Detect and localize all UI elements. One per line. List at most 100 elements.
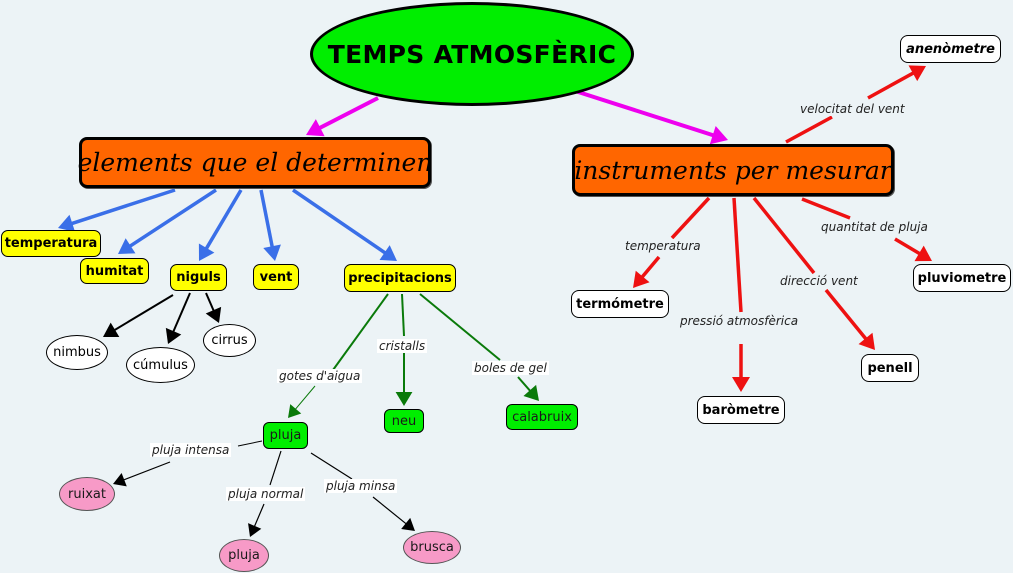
edge-normal-arrowhead	[248, 523, 262, 537]
element-niguls[interactable]: niguls	[170, 264, 227, 291]
edge-vent-arrowhead	[263, 244, 281, 261]
instrument-penell[interactable]: penell	[861, 354, 919, 382]
link-label-direccio: direcció vent	[778, 274, 860, 288]
element-label: temperatura	[4, 236, 98, 251]
instrument-termometre[interactable]: termómetre	[571, 290, 669, 318]
edge-precipitacions-arrowhead	[379, 245, 397, 261]
edge-niguls-line	[203, 189, 243, 252]
edge-temperatura-line	[68, 188, 176, 226]
edge-boles-line	[517, 376, 533, 394]
edge-quantitat-line	[894, 237, 923, 257]
hub-elements-label: elements que el determinen	[77, 148, 433, 177]
precip-calabruix[interactable]: calabruix	[506, 404, 578, 430]
root-concept[interactable]: TEMPS ATMOSFÈRIC	[310, 2, 634, 106]
link-label-boles: boles de gel	[472, 361, 549, 375]
instrument-label: anenòmetre	[906, 41, 995, 57]
precip-pluja[interactable]: pluja	[263, 422, 308, 449]
element-precipitacions[interactable]: precipitacions	[344, 264, 456, 292]
edge-boles-arrowhead	[523, 384, 539, 401]
cloud-label: nimbus	[53, 345, 101, 360]
cloud-cirrus[interactable]: cirrus	[203, 324, 256, 357]
edge-pressio-arrowhead	[732, 377, 750, 392]
edge-velocitat-arrowhead	[908, 65, 926, 82]
cloud-nimbus[interactable]: nimbus	[46, 335, 108, 370]
edge-gotes-a	[332, 293, 389, 371]
instrument-label: termómetre	[576, 296, 664, 312]
edge-nimbus-line	[112, 294, 174, 333]
edge-minsa-line	[372, 496, 408, 526]
edge-humitat-line	[127, 188, 217, 249]
edge-temp-a	[670, 196, 711, 240]
link-label-pluja-minsa: pluja minsa	[324, 479, 398, 493]
element-humitat[interactable]: humitat	[80, 258, 149, 284]
element-label: vent	[259, 269, 293, 285]
rain-brusca[interactable]: brusca	[403, 531, 461, 564]
edge-boles-a	[419, 293, 501, 361]
link-label-quantitat: quantitat de pluja	[819, 220, 930, 234]
link-label-temperatura: temperatura	[623, 239, 703, 253]
edge-gotes-arrowhead	[288, 404, 302, 418]
edge-normal-line	[253, 503, 265, 529]
link-label-pressio: pressió atmosfèrica	[678, 314, 801, 328]
hub-instruments-label: instruments per mesurar	[574, 155, 892, 185]
edge-intensa-arrowhead	[113, 472, 127, 487]
edge-cirrus-arrowhead	[205, 306, 222, 323]
precip-label: neu	[391, 413, 417, 429]
edge-cumulus-line	[171, 292, 191, 335]
element-label: humitat	[85, 263, 144, 279]
rain-pluja[interactable]: pluja	[219, 539, 269, 572]
edge-velocitat-line	[867, 70, 917, 100]
instrument-label: pluviometre	[917, 270, 1007, 286]
edge-normal-a	[269, 450, 282, 486]
edge-niguls-arrowhead	[198, 243, 215, 261]
edge-velocitat-a	[785, 115, 833, 144]
edge-root-instruments-arrowhead	[709, 125, 728, 145]
edge-root-elements-line	[316, 96, 379, 131]
link-label-pluja-intensa: pluja intensa	[150, 443, 232, 457]
edge-direccio-arrowhead	[858, 332, 875, 350]
instrument-label: penell	[867, 360, 913, 376]
edge-quantitat-arrowhead	[914, 245, 932, 262]
instrument-pluviometre[interactable]: pluviometre	[913, 264, 1011, 292]
edge-direccio-line	[824, 288, 869, 342]
edge-humitat-arrowhead	[118, 238, 136, 254]
edge-root-instruments-line	[571, 88, 717, 138]
instrument-label: baròmetre	[702, 402, 780, 418]
edge-quantitat-a	[801, 197, 851, 220]
edge-minsa-a	[310, 452, 353, 480]
instrument-barometre[interactable]: baròmetre	[697, 396, 785, 424]
precip-label: calabruix	[512, 409, 572, 425]
element-vent[interactable]: vent	[253, 264, 299, 290]
precip-neu[interactable]: neu	[384, 409, 424, 433]
edge-gotes-line	[293, 385, 316, 411]
edge-direccio-a	[752, 196, 816, 275]
hub-elements[interactable]: elements que el determinen	[77, 137, 433, 188]
edge-precipitacions-line	[292, 188, 389, 256]
cloud-label: cirrus	[211, 333, 248, 348]
edge-intensa-line	[121, 461, 171, 482]
edge-temp-line	[639, 255, 661, 280]
link-label-pluja-normal: pluja normal	[226, 487, 306, 501]
edge-cumulus-arrowhead	[165, 327, 182, 344]
edge-root-elements-arrowhead	[306, 119, 325, 137]
rain-label: brusca	[410, 540, 454, 555]
edge-nimbus-arrowhead	[103, 322, 120, 337]
element-temperatura[interactable]: temperatura	[1, 230, 101, 257]
rain-label: ruixat	[68, 486, 106, 502]
link-label-cristalls: cristalls	[377, 339, 428, 353]
link-label-gotes: gotes d'aigua	[277, 369, 363, 383]
element-label: niguls	[176, 270, 221, 285]
edge-cirrus-line	[205, 292, 216, 314]
cloud-cumulus[interactable]: cúmulus	[126, 347, 195, 383]
precip-label: pluja	[269, 428, 302, 443]
link-label-velocitat: velocitat del vent	[798, 102, 907, 116]
cloud-label: cúmulus	[133, 357, 188, 373]
edge-temp-arrowhead	[633, 270, 650, 288]
edge-minsa-arrowhead	[401, 517, 415, 531]
edge-temperatura-arrowhead	[58, 214, 76, 232]
hub-instruments[interactable]: instruments per mesurar	[572, 144, 894, 196]
instrument-anenometre[interactable]: anenòmetre	[900, 35, 1001, 63]
rain-ruixat[interactable]: ruixat	[59, 477, 115, 511]
edge-pressio-a	[732, 197, 743, 313]
